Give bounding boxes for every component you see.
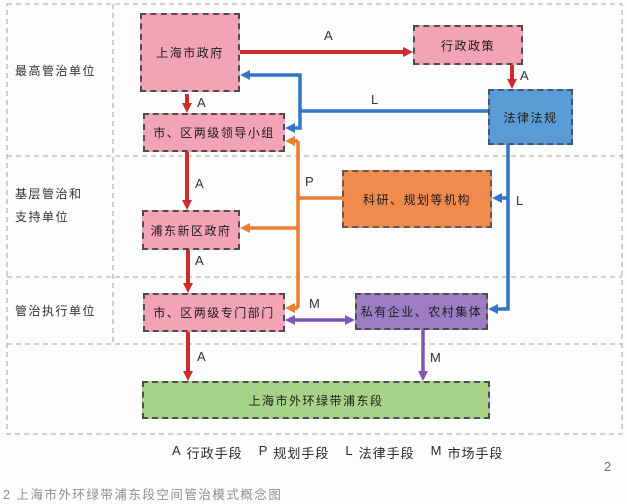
node-leading-group: 市、区两级领导小组: [143, 113, 285, 152]
edge-label-A: A: [324, 28, 333, 43]
page-number: 2: [604, 459, 612, 474]
edge-label-M: M: [309, 296, 320, 311]
edge-label-L: L: [516, 193, 524, 208]
figure-caption: 2 上海市外环绿带浦东段空间管治模式概念图: [3, 488, 283, 502]
row-label-grassroots-support: 基层管治和 支持单位: [15, 183, 83, 229]
node-green-belt: 上海市外环绿带浦东段: [142, 381, 490, 419]
node-admin-policy: 行政政策: [413, 25, 523, 65]
edge-label-P: P: [305, 174, 314, 189]
edge-label-L: L: [371, 92, 379, 107]
admin-arrows: [182, 47, 517, 381]
node-private-collective: 私有企业、农村集体: [355, 293, 488, 330]
node-law-regulations: 法律法规: [488, 89, 573, 145]
row-label-execution: 管治执行单位: [15, 300, 96, 323]
planning-arrows: [240, 136, 342, 313]
legend-meaning: 规划手段: [273, 446, 330, 461]
legend: A 行政手段 P 规划手段 L 法律手段 M 市场手段: [172, 443, 503, 462]
legend-symbol: L: [345, 443, 354, 458]
arrow-law-to-leadinggroup: [285, 111, 302, 133]
legend-item-admin: A 行政手段: [172, 443, 243, 462]
node-pudong-gov: 浦东新区政府: [142, 210, 240, 250]
legend-symbol: P: [258, 443, 269, 458]
legend-meaning: 市场手段: [447, 446, 504, 461]
legend-meaning: 法律手段: [358, 446, 415, 461]
row-label-text: 管治执行单位: [15, 304, 97, 318]
edge-label-M: M: [430, 350, 441, 365]
arrow-law-to-private: [488, 145, 510, 314]
row-label-text: 最高管治单位: [15, 64, 97, 78]
row-label-text: 支持单位: [15, 210, 70, 224]
edge-label-A: A: [195, 176, 204, 191]
row-label-top-governance: 最高管治单位: [15, 60, 96, 83]
legend-item-planning: P 规划手段: [259, 443, 330, 462]
node-research-planning: 科研、规划等机构: [342, 170, 492, 228]
outer-frame: [6, 3, 623, 435]
legend-symbol: A: [172, 443, 182, 458]
node-shanghai-gov: 上海市政府: [140, 13, 240, 92]
legend-meaning: 行政手段: [186, 446, 243, 461]
node-special-departments: 市、区两级专门部门: [143, 293, 285, 332]
legend-symbol: M: [430, 443, 443, 458]
row-label-text: 基层管治和: [15, 187, 83, 201]
arrow-law-to-gov: [240, 70, 488, 113]
law-arrows: [240, 70, 510, 314]
market-arrows: [285, 315, 428, 381]
edge-label-A: A: [197, 349, 206, 364]
grid-lines: [6, 3, 623, 435]
edge-label-A: A: [520, 68, 529, 83]
legend-item-law: L 法律手段: [345, 443, 414, 462]
edge-label-A: A: [195, 253, 204, 268]
legend-item-market: M 市场手段: [431, 443, 504, 462]
edge-label-A: A: [197, 95, 206, 110]
